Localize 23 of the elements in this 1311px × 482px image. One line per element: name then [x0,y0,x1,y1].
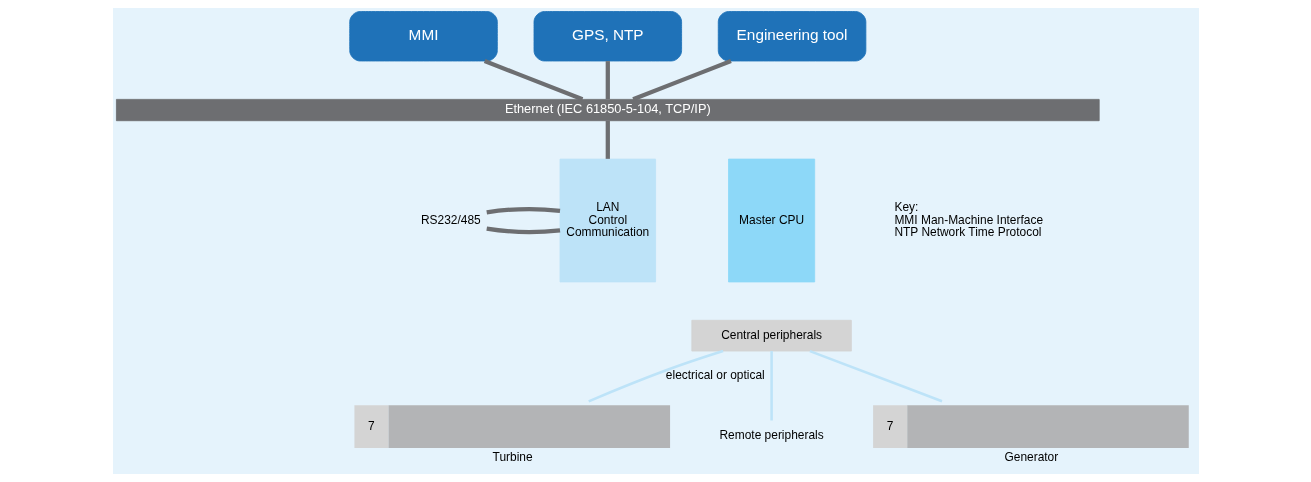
connector [587,349,723,403]
label: NTP Network Time Protocol [893,225,1041,240]
connector [485,206,560,215]
connector [483,59,583,102]
edge-label: electrical or optical [665,368,765,383]
node-text: Remote peripherals [719,428,824,443]
node-box: LAN Control Communication [559,158,656,283]
connector [769,351,773,421]
connector [631,59,732,102]
connector [605,120,610,159]
node-box: Engineering tool [717,11,866,62]
node-box: Master CPU [727,158,815,283]
label: Key: [893,199,918,214]
node-label: Turbine [492,449,533,464]
connector [605,61,610,100]
node-box: Central peripherals [690,319,852,352]
connector [485,226,560,235]
node-box: MMI [348,11,498,62]
node-box: GPS, NTP [533,11,682,62]
node-box: Ethernet (IEC 61850-5-104, TCP/IP) [115,98,1100,122]
connector [808,349,942,403]
node-label: Generator [1003,449,1058,464]
node-text: RS232/485 [420,212,481,227]
